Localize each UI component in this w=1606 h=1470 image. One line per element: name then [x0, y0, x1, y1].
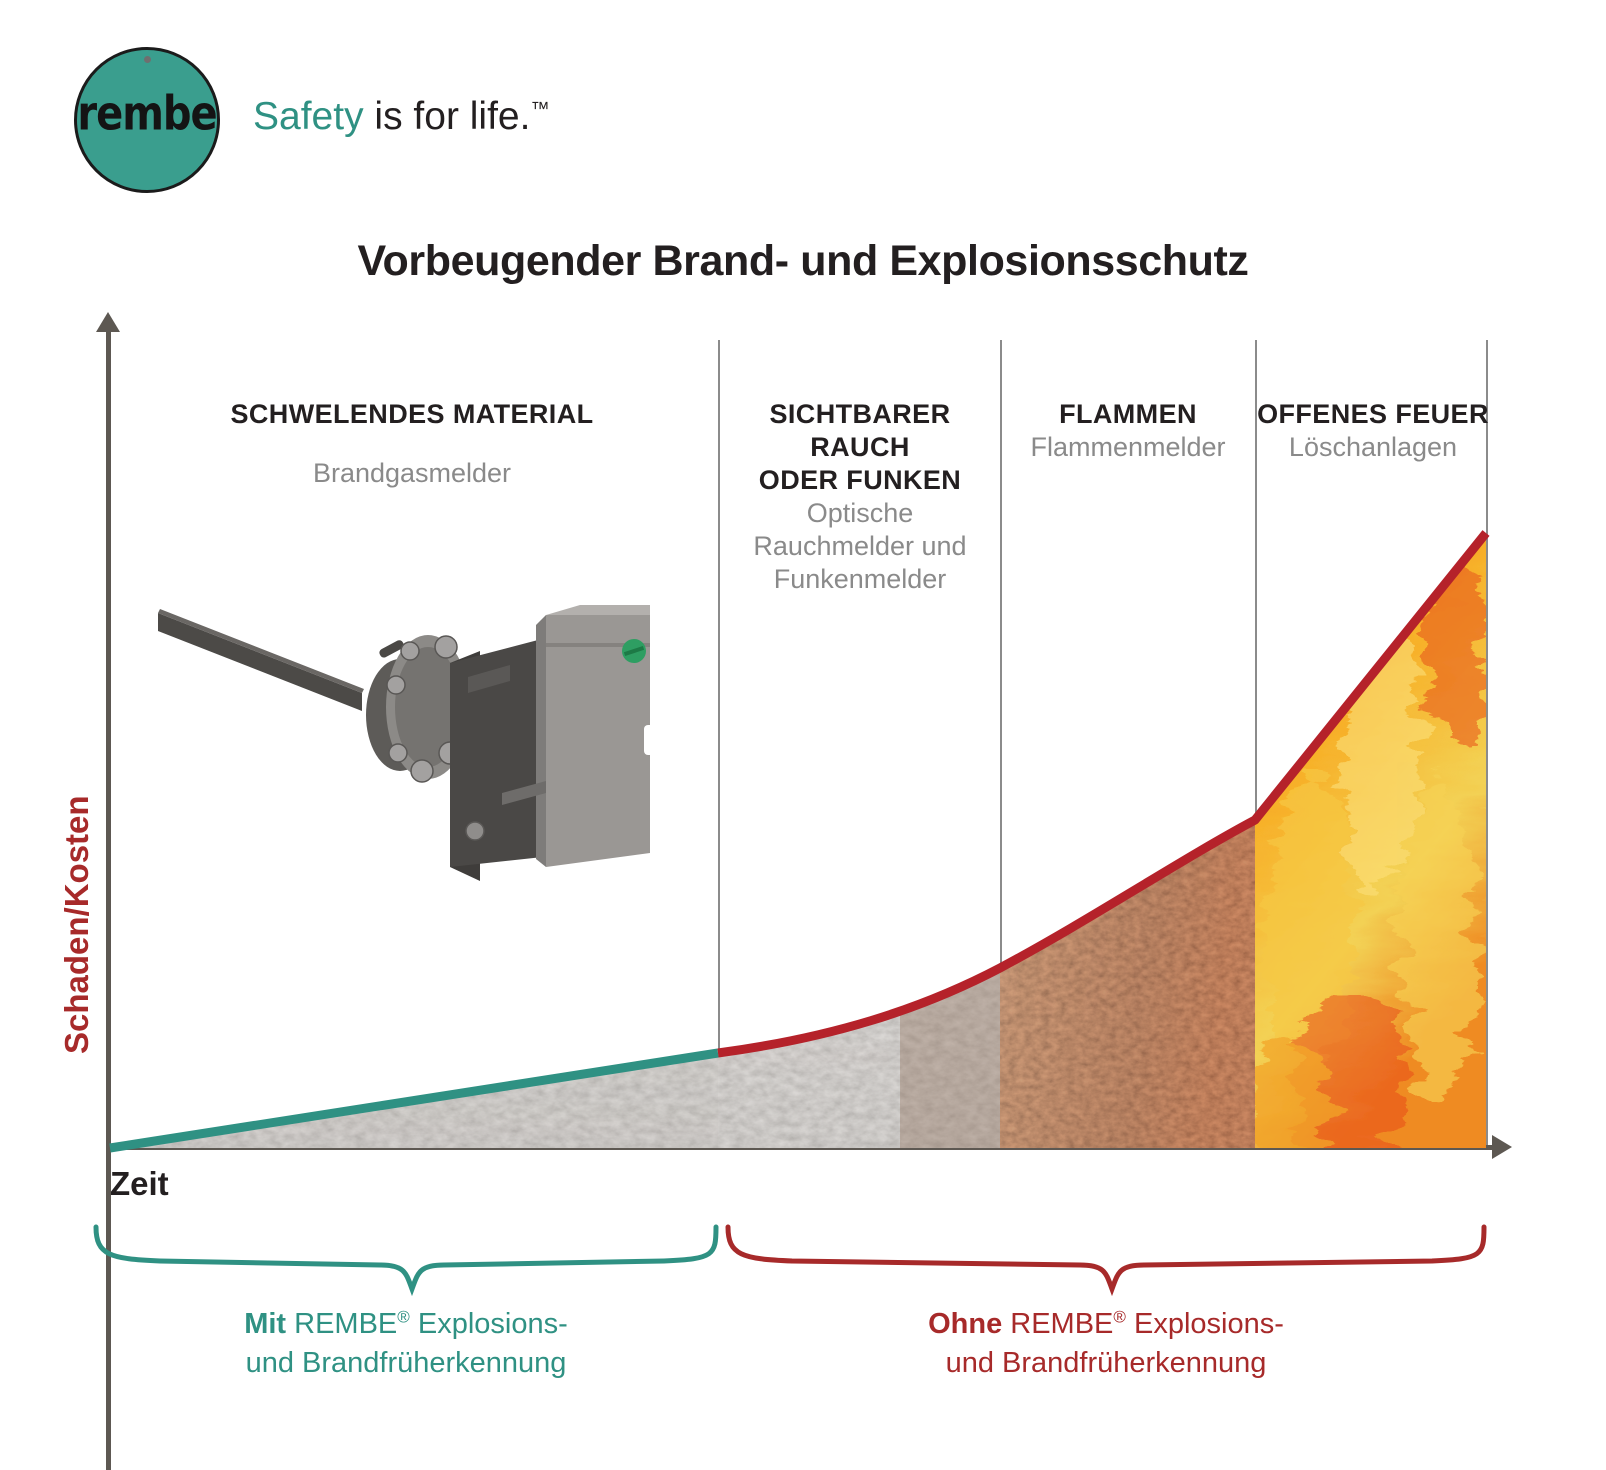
trademark-symbol: ™ — [530, 99, 550, 120]
stage-divider-4 — [1486, 340, 1488, 1145]
stage-2-title-line1: SICHTBARER — [769, 399, 951, 429]
y-axis-arrow-icon — [96, 312, 120, 332]
stage-2-subtitle-line2: Rauchmelder und — [753, 530, 967, 561]
brace-right-red — [725, 1224, 1487, 1297]
brace-left-line1: Mit REMBE® Explosions- — [96, 1305, 716, 1344]
brace-left-rest2: Explosions- — [409, 1308, 568, 1340]
stage-column-3: FLAMMEN Flammenmelder — [1004, 398, 1252, 464]
rembe-logo: rembe — [74, 47, 224, 197]
brace-shapes — [93, 1224, 1487, 1297]
brace-left-teal — [93, 1224, 719, 1297]
stage-divider-2 — [1000, 340, 1002, 1145]
logo-circle-icon — [74, 47, 220, 193]
x-axis-arrow-icon — [1492, 1135, 1512, 1159]
stage-2-subtitle-line1: Optische — [806, 497, 914, 528]
stage-divider-3 — [1255, 340, 1257, 1145]
logo-wordmark: rembe — [77, 86, 217, 142]
stage-2-title-line3: ODER FUNKEN — [758, 464, 962, 495]
chart-area: Schaden/Kosten Zeit — [0, 312, 1606, 1470]
footer-braces: Mit REMBE® Explosions- und Brandfrüherke… — [0, 1215, 1606, 1425]
brace-left-line2: und Brandfrüherkennung — [245, 1347, 567, 1380]
brace-left-bold: Mit — [244, 1308, 287, 1340]
stage-3-subtitle: Flammenmelder — [1030, 431, 1226, 462]
x-axis-label: Zeit — [110, 1165, 169, 1202]
stage-2-title-line2: RAUCH — [810, 431, 910, 462]
brace-right-line2: und Brandfrüherkennung — [945, 1347, 1267, 1380]
header: rembe Safety is for life.™ — [0, 0, 1606, 210]
brace-right-rest1: REMBE — [1002, 1308, 1114, 1340]
curve-segment-with-rembe — [109, 1048, 719, 1153]
brace-right-label: Ohne REMBE® Explosions- und Brandfrüherk… — [728, 1305, 1484, 1383]
stage-4-subtitle: Löschanlagen — [1288, 431, 1458, 462]
brace-right-bold: Ohne — [928, 1308, 1003, 1340]
brace-right-rest2: Explosions- — [1125, 1308, 1284, 1340]
curve-segment-without-rembe — [717, 530, 1490, 1058]
brace-left-label: Mit REMBE® Explosions- und Brandfrüherke… — [96, 1305, 716, 1383]
stage-4-title: OFFENES FEUER — [1257, 399, 1489, 429]
stage-1-title: SCHWELENDES MATERIAL — [230, 399, 594, 429]
stage-column-4: OFFENES FEUER Löschanlagen — [1248, 398, 1498, 464]
tagline-rest: is for life. — [363, 95, 531, 138]
y-axis-line — [106, 330, 111, 1470]
stage-column-2: SICHTBARER RAUCH ODER FUNKEN Optische Ra… — [722, 398, 998, 596]
brandgasmelder-product-image — [158, 605, 656, 881]
stage-divider-1 — [718, 340, 720, 1145]
stage-3-title: FLAMMEN — [1059, 399, 1197, 429]
brace-right-line1: Ohne REMBE® Explosions- — [728, 1305, 1484, 1344]
tagline: Safety is for life.™ — [253, 95, 549, 139]
stage-2-subtitle-line3: Funkenmelder — [773, 563, 947, 594]
brace-left-registered-icon: ® — [397, 1307, 410, 1327]
logo-dot-icon — [144, 56, 151, 63]
stage-column-1: SCHWELENDES MATERIAL Brandgasmelder — [112, 398, 712, 490]
brace-right-registered-icon: ® — [1113, 1307, 1126, 1327]
tagline-accent-word: Safety — [253, 95, 364, 138]
stage-1-subtitle: Brandgasmelder — [312, 457, 512, 488]
brace-left-rest1: REMBE — [286, 1308, 398, 1340]
page-title: Vorbeugender Brand- und Explosionsschutz — [357, 237, 1249, 285]
